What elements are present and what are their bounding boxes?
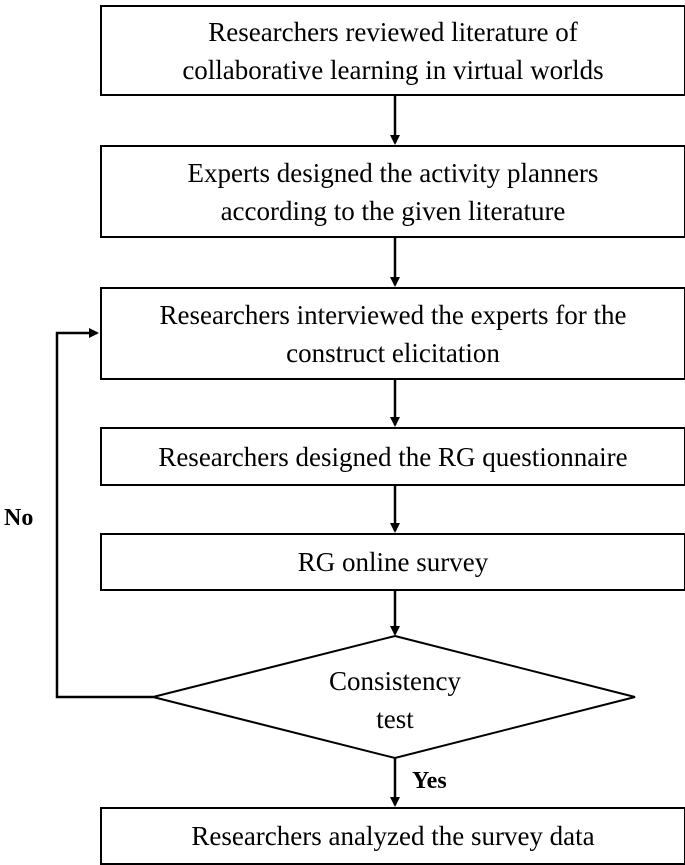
decision-line: test bbox=[376, 704, 414, 734]
step-analyze-data: Researchers analyzed the survey data bbox=[100, 807, 685, 865]
step-interview-experts: Researchers interviewed the experts for … bbox=[100, 287, 685, 380]
decision-label: Consistency test bbox=[295, 662, 495, 738]
step-online-survey: RG online survey bbox=[100, 533, 685, 591]
step-design-planners: Experts designed the activity planners a… bbox=[100, 145, 685, 238]
step-review-literature: Researchers reviewed literature of colla… bbox=[100, 5, 685, 96]
step-line: according to the given literature bbox=[220, 195, 566, 226]
step-line: Experts designed the activity planners bbox=[187, 157, 599, 188]
step-design-questionnaire: Researchers designed the RG questionnair… bbox=[100, 427, 685, 486]
no-label: No bbox=[4, 505, 34, 531]
step-line: Researchers designed the RG questionnair… bbox=[158, 441, 628, 472]
step-line: construct elicitation bbox=[286, 337, 500, 368]
step-line: Researchers analyzed the survey data bbox=[191, 821, 595, 851]
step-line: RG online survey bbox=[297, 547, 489, 577]
step-line: collaborative learning in virtual worlds bbox=[182, 54, 604, 85]
step-line: Researchers interviewed the experts for … bbox=[159, 299, 627, 330]
yes-label: Yes bbox=[412, 768, 447, 794]
decision-line: Consistency bbox=[329, 666, 461, 696]
step-line: Researchers reviewed literature of bbox=[208, 16, 578, 47]
no-loop-connector bbox=[55, 328, 153, 699]
